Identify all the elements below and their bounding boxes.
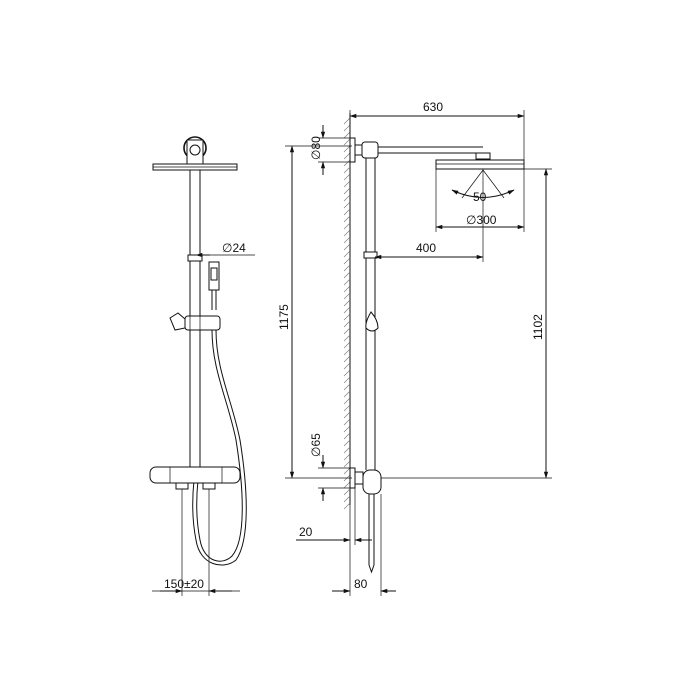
wall-hatch-line: [343, 362, 351, 370]
wall-hatch-line: [343, 292, 351, 300]
label-inlet-spacing: 150±20: [164, 577, 204, 591]
wall-hatch-line: [343, 488, 351, 496]
wall-hatch-line: [343, 495, 351, 503]
wall: [343, 113, 351, 510]
wall-hatch-line: [343, 173, 351, 181]
wall-hatch-line: [343, 152, 351, 160]
wall-hatch-line: [343, 208, 351, 216]
front-view: ∅24 150±20: [149, 136, 255, 596]
dim-total-height: 1175: [277, 145, 352, 479]
dim-lower-flange-diameter: ∅65: [309, 433, 352, 501]
wall-hatch-line: [343, 264, 351, 272]
dim-head-diameter: ∅300: [435, 169, 525, 232]
wall-hatch-line: [343, 285, 351, 293]
top-bracket: [183, 136, 207, 165]
label-arm-to-head: 400: [416, 241, 436, 255]
wall-hatch-line: [343, 460, 351, 468]
label-total-height: 1175: [277, 304, 291, 330]
dim-arm-to-head: 400: [374, 169, 484, 262]
wall-hatch-line: [343, 348, 351, 356]
wall-hatch-line: [343, 334, 351, 342]
wall-hatch-line: [343, 341, 351, 349]
wall-hatch-line: [343, 145, 351, 153]
wall-hatch-line: [343, 383, 351, 391]
wall-hatch-line: [343, 369, 351, 377]
wall-hatch-line: [343, 355, 351, 363]
wall-hatch-line: [343, 453, 351, 461]
wall-hatch-line: [343, 124, 351, 132]
dim-offset-20: 20: [296, 488, 372, 545]
wall-hatch-line: [343, 257, 351, 265]
wall-hatch-line: [343, 404, 351, 412]
side-mixer: [349, 467, 382, 574]
wall-hatch-line: [343, 194, 351, 202]
wall-hatch-line: [343, 215, 351, 223]
dim-wall-flange-diameter: ∅80: [309, 125, 352, 175]
front-hose: [196, 329, 243, 562]
wall-hatch-line: [343, 117, 351, 125]
label-lower-flange-diameter: ∅65: [309, 433, 323, 457]
wall-hatch-line: [343, 299, 351, 307]
dim-riser-diameter: ∅24: [195, 241, 255, 258]
wall-hatch-line: [343, 187, 351, 195]
side-shower-head: 50: [435, 159, 525, 204]
label-wall-flange-diameter: ∅80: [309, 136, 323, 160]
wall-hatch-line: [343, 390, 351, 398]
side-slider: [365, 311, 379, 332]
wall-hatch-line: [343, 138, 351, 146]
wall-hatch-line: [343, 229, 351, 237]
wall-hatch-line: [343, 201, 351, 209]
label-spray-angle: 50: [473, 190, 487, 204]
wall-hatch-line: [343, 306, 351, 314]
wall-hatch-line: [343, 411, 351, 419]
wall-hatch-line: [343, 222, 351, 230]
wall-hatch-line: [343, 432, 351, 440]
wall-hatch-line: [343, 467, 351, 475]
side-top-flange: [349, 137, 363, 163]
wall-hatch-line: [343, 502, 351, 510]
front-thermostatic-mixer: [149, 466, 241, 490]
label-head-height: 1102: [531, 314, 545, 340]
label-depth-80: 80: [354, 577, 368, 591]
label-offset-20: 20: [299, 525, 313, 539]
wall-hatch-line: [343, 439, 351, 447]
dim-depth-80: 80: [332, 494, 396, 596]
wall-hatch-line: [343, 446, 351, 454]
wall-hatch-line: [343, 250, 351, 258]
wall-hatch-line: [343, 243, 351, 251]
dim-overall-width: 630: [349, 100, 525, 162]
wall-hatch-line: [343, 418, 351, 426]
side-view: 50 630: [277, 100, 552, 596]
dim-inlet-spacing: 150±20: [152, 489, 240, 596]
wall-hatch-line: [343, 271, 351, 279]
label-riser-diameter: ∅24: [222, 241, 246, 255]
wall-hatch-line: [343, 425, 351, 433]
wall-hatch-line: [343, 166, 351, 174]
wall-hatch-line: [343, 159, 351, 167]
wall-hatch-line: [343, 397, 351, 405]
wall-hatch-line: [343, 180, 351, 188]
wall-hatch-line: [343, 481, 351, 489]
dim-head-height: 1102: [381, 168, 552, 479]
wall-hatch-line: [343, 320, 351, 328]
label-overall-width: 630: [423, 100, 443, 114]
front-hand-shower: [208, 261, 220, 310]
wall-hatch-line: [343, 313, 351, 321]
front-shower-head: [152, 163, 238, 171]
front-slider-bracket: [169, 312, 221, 331]
wall-hatch-line: [343, 327, 351, 335]
wall-hatch-line: [343, 236, 351, 244]
label-head-diameter: ∅300: [466, 213, 497, 227]
front-pipe-joint: [187, 254, 203, 262]
side-shower-arm: [361, 141, 491, 160]
wall-hatch-line: [343, 376, 351, 384]
wall-hatch-line: [343, 131, 351, 139]
wall-hatch-line: [343, 278, 351, 286]
